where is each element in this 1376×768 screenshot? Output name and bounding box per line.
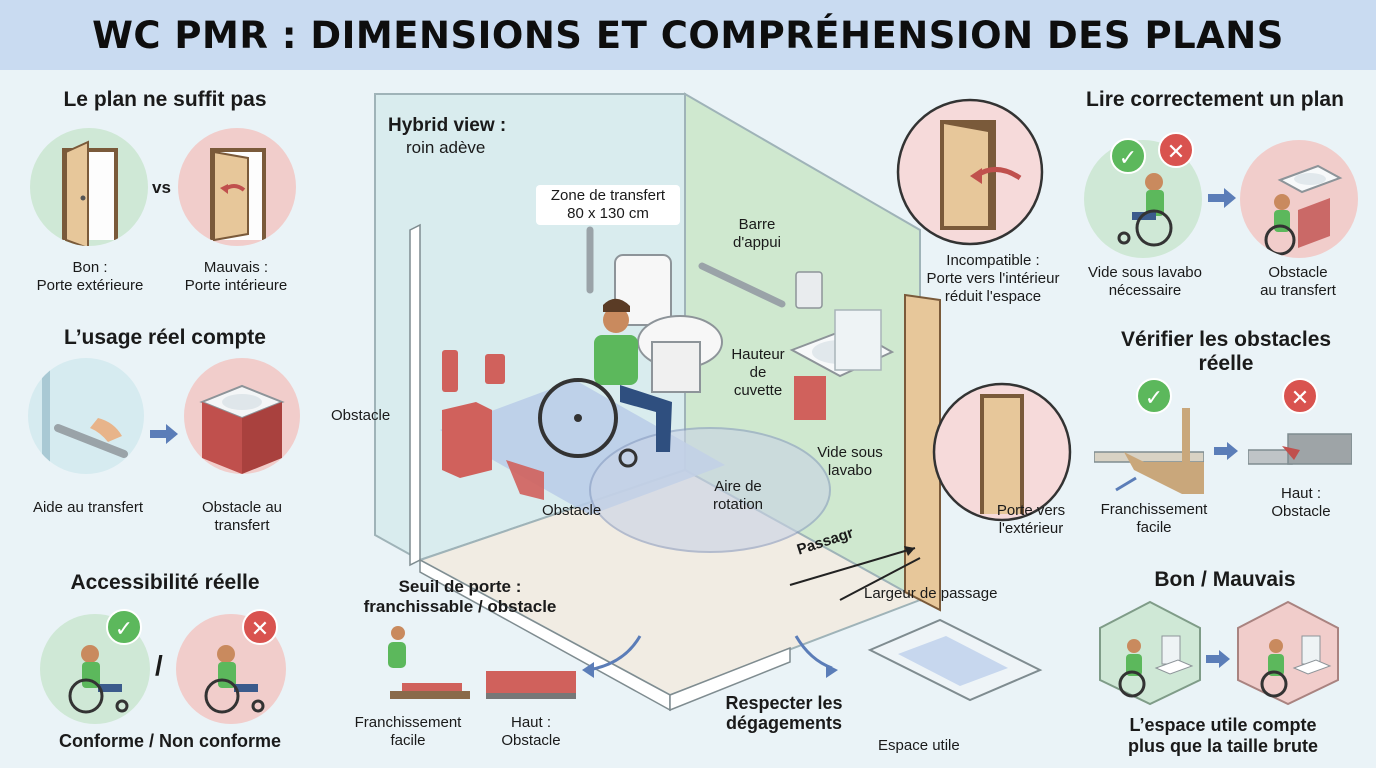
wc-room-plan (374, 92, 1072, 712)
towel-dispenser (795, 271, 823, 309)
rotation-area (589, 427, 831, 553)
obstacle-left-label: Obstacle (331, 407, 391, 424)
good-door-caption: Bon : Porte extérieure (36, 259, 144, 294)
sink-void-label: Vide sous lavabo (817, 444, 883, 479)
cross-icon: ✕ (1282, 378, 1318, 414)
wheelchair-icon (204, 645, 265, 714)
bad-door-illustration (178, 128, 296, 246)
grab-bar-caption: Aide au transfert (32, 499, 144, 516)
good-door-illustration (30, 128, 148, 246)
header-banner: WC PMR : DIMENSIONS ET COMPRÉHENSION DES… (0, 0, 1376, 70)
wheelchair-icon (1117, 173, 1173, 247)
sink-icon (1264, 164, 1343, 256)
arrow-right-icon (1206, 650, 1230, 668)
sink-cabinet-icon (199, 384, 285, 474)
usage-section-title: L’usage réel compte (64, 326, 266, 349)
access-caption: Conforme / Non conforme (58, 731, 281, 751)
threshold-title: Seuil de porte : franchissable / obstacl… (363, 577, 557, 616)
bag-obstacle (506, 460, 544, 500)
incompatible-door-label: Incompatible : Porte vers l'intérieur ré… (926, 252, 1060, 305)
hybrid-view-title: Hybrid view : (388, 115, 507, 136)
easy-crossing-caption: Franchissement facile (1100, 501, 1208, 536)
grab-bar-label: Barre d'appui (733, 216, 781, 251)
vs-label: vs (152, 178, 171, 197)
obstacle-bottom-label: Obstacle (542, 502, 602, 519)
wall-box (485, 354, 505, 384)
person-torso (594, 335, 638, 385)
page-title: WC PMR : DIMENSIONS ET COMPRÉHENSION DES… (92, 13, 1284, 57)
high-obstacle-caption: Haut : Obstacle (1271, 485, 1331, 520)
useful-space-zone (898, 636, 1008, 686)
trash-can-obstacle (442, 402, 492, 478)
access-section-title: Accessibilité réelle (70, 571, 260, 594)
mirror (834, 309, 882, 371)
check-icon: ✓ (1136, 378, 1172, 414)
bad-door-caption: Mauvais : Porte intérieure (184, 259, 288, 294)
arrow-right-icon (1208, 188, 1236, 208)
plan-section-title: Le plan ne suffit pas (63, 88, 267, 111)
good-bad-caption: L’espace utile compte plus que la taille… (1127, 715, 1319, 756)
room-door (904, 293, 941, 612)
sink-void-needed-caption: Vide sous lavabo nécessaire (1088, 264, 1202, 299)
verify-obstacles-title: Vérifier les obstacles réelle (1120, 328, 1332, 375)
good-bad-title: Bon / Mauvais (1154, 568, 1296, 591)
transfer-obstacle-caption: Obstacle au transfert (1260, 264, 1336, 299)
slash-separator: / (155, 650, 163, 681)
sink-obstacle-transfer-illustration (1240, 140, 1358, 258)
arrow-right-icon (150, 424, 178, 444)
useful-space-label: Espace utile (878, 737, 960, 754)
wheel (538, 378, 618, 458)
wall-dispenser (442, 350, 458, 392)
read-plan-title: Lire correctement un plan (1086, 88, 1344, 111)
outward-door-label: Porte vers l'extérieur (996, 502, 1066, 537)
bad-room-illustration (1237, 600, 1339, 706)
hybrid-view-subtitle: roin adève (406, 138, 486, 157)
clearances-title: Respecter les dégagements (725, 693, 843, 733)
side-grab-bar (698, 262, 786, 308)
person-head (603, 307, 629, 333)
trash-bin (794, 376, 826, 420)
good-room-illustration (1099, 600, 1201, 706)
outward-door-icon (62, 140, 118, 246)
check-icon: ✓ (106, 609, 142, 645)
arrow-right-icon (1214, 442, 1238, 460)
cross-icon: ✕ (1158, 132, 1194, 168)
bowl-height-label: Hauteur de cuvette (731, 346, 785, 399)
transfer-zone-label: Zone de transfert 80 x 130 cm (536, 185, 680, 225)
check-icon: ✓ (1110, 138, 1146, 174)
threshold-easy-label: Franchissement facile (354, 714, 462, 749)
high-threshold-illustration (1248, 433, 1352, 465)
passage-width-label: Largeur de passage (864, 585, 998, 602)
sink-obstacle-caption: Obstacle au transfert (201, 499, 283, 534)
rotation-area-label: Aire de rotation (712, 478, 764, 513)
grab-bar-illustration (28, 358, 144, 474)
easy-threshold-illustration (1094, 408, 1204, 494)
cross-icon: ✕ (242, 609, 278, 645)
wheelchair-icon (68, 645, 129, 714)
threshold-high-label: Haut : Obstacle (501, 714, 561, 749)
grab-bar-icon (42, 358, 128, 474)
sink-obstacle-illustration (184, 358, 300, 474)
inward-door-icon (210, 148, 266, 242)
